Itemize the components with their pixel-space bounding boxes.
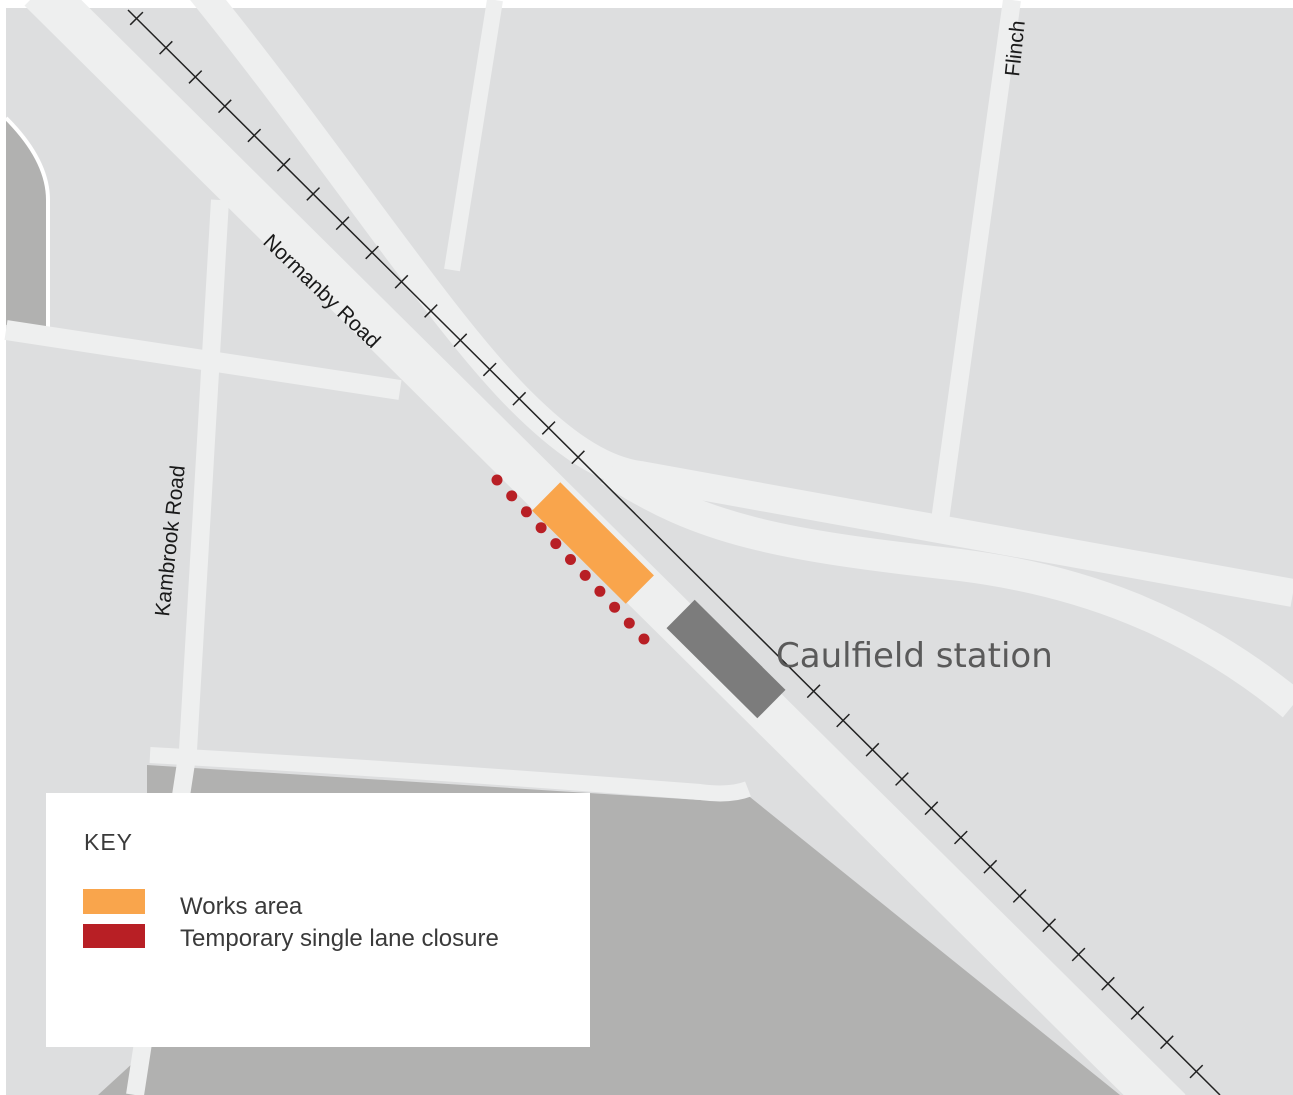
princes-highway [601, 456, 1293, 718]
rail-tie [276, 157, 291, 172]
north-road [444, 0, 503, 272]
southern-lane [149, 747, 751, 802]
rail-tie [424, 304, 438, 318]
rail-tie [806, 684, 821, 699]
lane-closure-dot [535, 522, 547, 534]
rail-tie [1071, 947, 1086, 962]
flinders-road [929, 0, 1021, 537]
rail-tie [512, 391, 527, 406]
lane-closure [491, 474, 650, 645]
creek-edge [4, 116, 50, 330]
rail-tie [1042, 918, 1057, 933]
rail-tie [571, 450, 585, 465]
lane-closure-dot [594, 585, 606, 597]
rail-tie [1130, 1006, 1145, 1020]
railway [127, 9, 1221, 1095]
rail-tie [1012, 889, 1027, 903]
rail-tie [482, 362, 497, 377]
rail-tie [129, 11, 144, 26]
rail-tie [924, 801, 939, 816]
lane-closure-dot [579, 569, 591, 581]
rail-tie [453, 333, 468, 348]
rail-tie [983, 859, 998, 874]
rail-ties [129, 11, 1204, 1079]
rail-tie [865, 742, 880, 757]
rail-tie [1159, 1035, 1174, 1050]
rail-tie [159, 40, 173, 55]
rail-tie [953, 830, 968, 845]
rail-tie [247, 128, 262, 143]
station-platform [666, 599, 786, 719]
rail-tie [394, 274, 409, 289]
rail-tie [365, 245, 379, 260]
rail-tie [1101, 976, 1115, 991]
rail-tie [306, 187, 321, 201]
lane-closure-dot [638, 633, 650, 645]
dark-block-west [6, 118, 48, 330]
lane-closure-dot [520, 506, 532, 518]
lane-closure-dot [609, 601, 621, 613]
rail-tie [217, 99, 232, 114]
lane-closure-dot [491, 474, 503, 486]
station-label: Caulfield station [776, 636, 1053, 676]
works-area-swatch [83, 889, 145, 914]
lane-closure-dot [623, 617, 635, 629]
rail-tie [335, 216, 350, 231]
rail-tie [188, 70, 203, 84]
lane-closure-dot [550, 538, 562, 550]
rail-tie [836, 713, 850, 728]
map-key: KEY Works area Temporary single lane clo… [46, 793, 590, 1047]
lane-closure-dot [565, 554, 576, 565]
rail-tie [1189, 1064, 1204, 1079]
works-area [532, 482, 654, 604]
rail-line [127, 9, 1221, 1095]
key-title: KEY [84, 829, 134, 855]
lane-closure-dot [506, 490, 518, 502]
rail-tie [541, 421, 556, 435]
rail-tie [895, 772, 909, 786]
works-area-legend-label: Works area [180, 893, 303, 920]
lane-closure-legend-label: Temporary single lane closure [180, 925, 499, 952]
dandenong-road [190, 0, 1293, 607]
lane-closure-swatch [83, 924, 145, 948]
